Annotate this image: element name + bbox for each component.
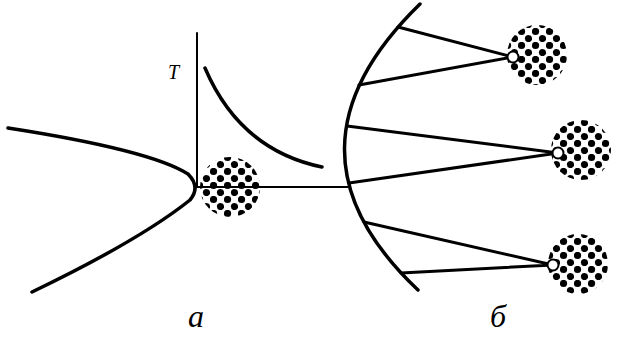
axis-label: T [168,62,179,82]
vertical-axis [196,33,198,187]
panel-caption: а [188,300,204,332]
triangle-link [359,27,513,85]
panel-caption: б [490,300,506,332]
dotted-particle [551,120,611,180]
dotted-particle [507,25,567,85]
hinge-circle [508,52,519,63]
dotted-particle [200,157,260,217]
parabola-curve [8,128,195,292]
triangle-link [364,222,553,273]
hinge-circle [548,260,559,271]
hyperbola-curve [205,68,322,167]
arc-surface [344,4,420,290]
dotted-particle [548,234,608,294]
triangle-link [347,126,558,183]
hinge-circle [553,148,564,159]
